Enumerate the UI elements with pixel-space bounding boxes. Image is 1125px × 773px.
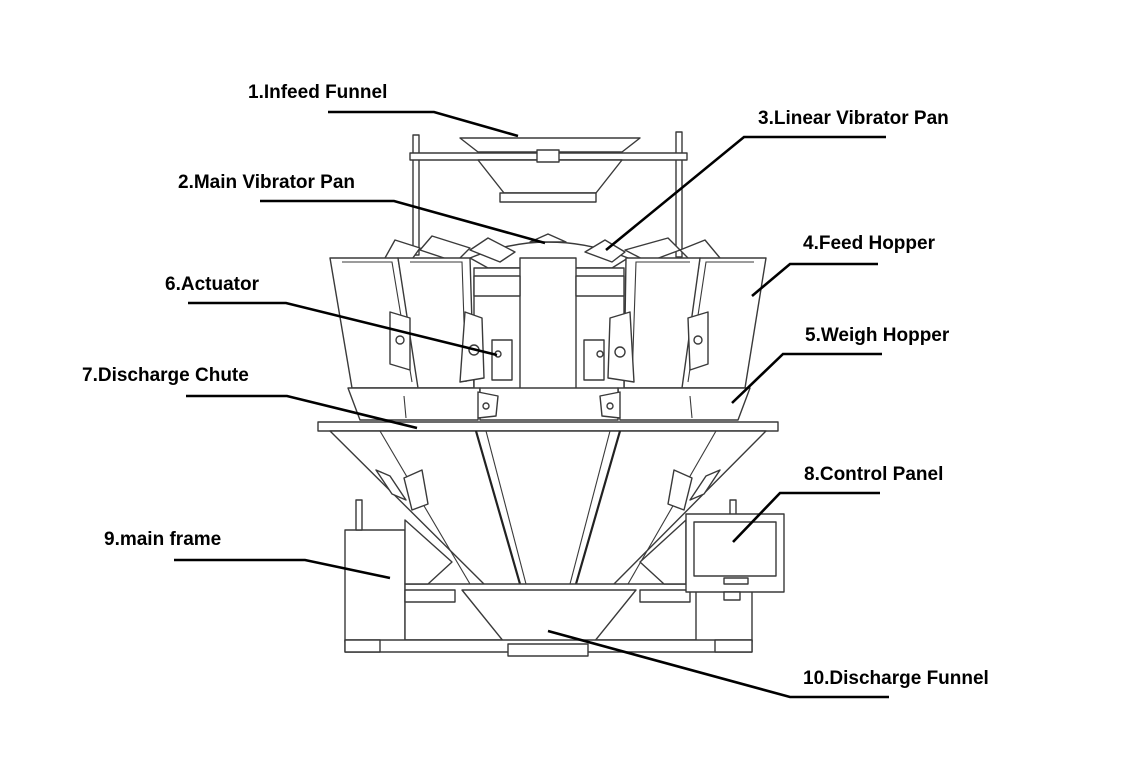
- label-main-vibrator-pan: 2.Main Vibrator Pan: [178, 172, 355, 193]
- label-feed-hopper: 4.Feed Hopper: [803, 233, 936, 254]
- weigh-hopper-band: [347, 387, 751, 421]
- leader-discharge-chute: [186, 394, 418, 430]
- label-linear-vibrator-pan: 3.Linear Vibrator Pan: [758, 108, 949, 129]
- machine-drawing: [317, 131, 785, 657]
- support-rods: [412, 131, 683, 258]
- leader-actuator: [188, 301, 498, 357]
- label-infeed-funnel: 1.Infeed Funnel: [248, 82, 387, 103]
- leader-linear-vibrator-pan: [605, 135, 886, 252]
- label-discharge-funnel: 10.Discharge Funnel: [803, 668, 989, 689]
- label-main-frame: 9.main frame: [104, 529, 221, 550]
- infeed-funnel-shape: [409, 137, 688, 203]
- leader-weigh-hopper: [731, 352, 882, 404]
- leader-infeed-funnel: [328, 110, 519, 138]
- label-weigh-hopper: 5.Weigh Hopper: [805, 325, 950, 346]
- part-labels: 1.Infeed Funnel 2.Main Vibrator Pan 3.Li…: [82, 82, 989, 689]
- label-control-panel: 8.Control Panel: [804, 464, 943, 485]
- actuator-boxes: [389, 311, 709, 383]
- leader-main-vibrator-pan: [260, 199, 546, 245]
- leader-control-panel: [732, 491, 880, 543]
- leader-feed-hopper: [751, 262, 878, 297]
- leader-discharge-funnel: [547, 629, 889, 699]
- discharge-chute-bowl: [317, 421, 779, 589]
- label-discharge-chute: 7.Discharge Chute: [82, 365, 249, 386]
- label-actuator: 6.Actuator: [165, 274, 260, 295]
- leader-lines: [174, 110, 889, 699]
- leader-main-frame: [174, 558, 391, 580]
- control-panel-shape: [685, 513, 785, 601]
